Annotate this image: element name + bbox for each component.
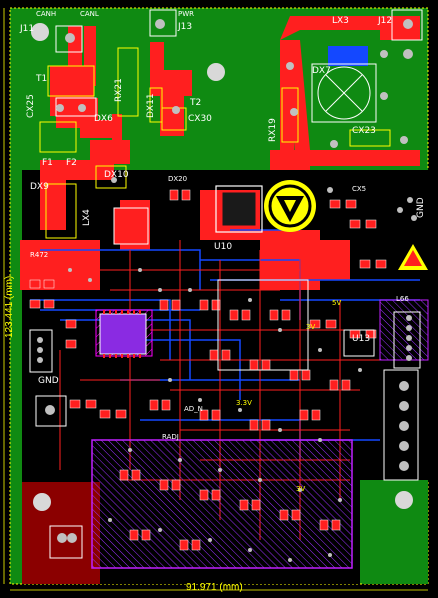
label-cx25: CX25: [26, 94, 36, 118]
ic-u13: [343, 329, 375, 357]
esd-warning-triangle: [398, 244, 428, 270]
dark-red-pour: [22, 482, 100, 584]
ic-u10: [215, 185, 263, 233]
label-dx7: DX7: [312, 66, 331, 76]
label-dx20: DX20: [168, 175, 188, 183]
label-gnd-right: GND: [416, 197, 426, 218]
keepout-area-right: [379, 299, 429, 361]
label-lx4: LX4: [82, 209, 92, 226]
label-canl: CANL: [80, 10, 99, 18]
label-f2: F2: [66, 158, 77, 168]
label-t2: T2: [190, 98, 202, 108]
label-pwr: PWR: [178, 10, 195, 18]
label-5v: 5V: [332, 299, 342, 307]
label-3v-a: 3V: [306, 323, 316, 331]
label-dx6: DX6: [94, 114, 113, 124]
label-u13: U13: [352, 334, 371, 344]
dimension-width: 91.971 (mm): [186, 582, 243, 593]
label-3v-b: 3V: [296, 485, 306, 493]
ic-regulator: [113, 207, 149, 245]
label-r472: R472: [30, 251, 49, 259]
label-f1: F1: [42, 158, 53, 168]
label-cx5: CX5: [352, 185, 367, 193]
label-j12: J12: [378, 16, 393, 26]
label-rx19: RX19: [268, 118, 278, 142]
label-cx30: CX30: [188, 114, 212, 124]
label-dx10: DX10: [104, 170, 129, 180]
label-l66: L66: [396, 295, 409, 303]
label-canh: CANH: [36, 10, 57, 18]
silkscreen-outlines: [29, 9, 423, 559]
component-outlines: [39, 47, 391, 239]
keepout-area-bottom: [91, 439, 353, 569]
through-hole-pads: [31, 19, 417, 543]
label-j13: J13: [178, 22, 193, 32]
label-dx11: DX11: [146, 93, 156, 118]
dimension-lines: [3, 8, 428, 591]
label-j11: J11: [20, 24, 35, 34]
esd-logo: [264, 180, 316, 232]
label-radj: RADJ: [162, 433, 179, 441]
dimension-height: 123.441 (mm): [4, 275, 15, 338]
dark-red-pour-right: [362, 482, 428, 584]
label-t1: T1: [36, 74, 48, 84]
label-dx9: DX9: [30, 182, 49, 192]
label-u10: U10: [214, 242, 233, 252]
label-lx3: LX3: [332, 16, 349, 26]
label-cx23: CX23: [352, 126, 376, 136]
ic-mcu: [99, 310, 147, 358]
dx7-component: [311, 63, 377, 123]
ic-u10-body: [221, 191, 257, 227]
label-rx21: RX21: [114, 78, 124, 102]
blue-pour: [328, 46, 368, 66]
label-ad-n: AD_N: [184, 405, 203, 413]
label-3v3: 3.3V: [236, 399, 252, 407]
label-gnd-left: GND: [38, 376, 59, 386]
vias: [68, 268, 362, 562]
